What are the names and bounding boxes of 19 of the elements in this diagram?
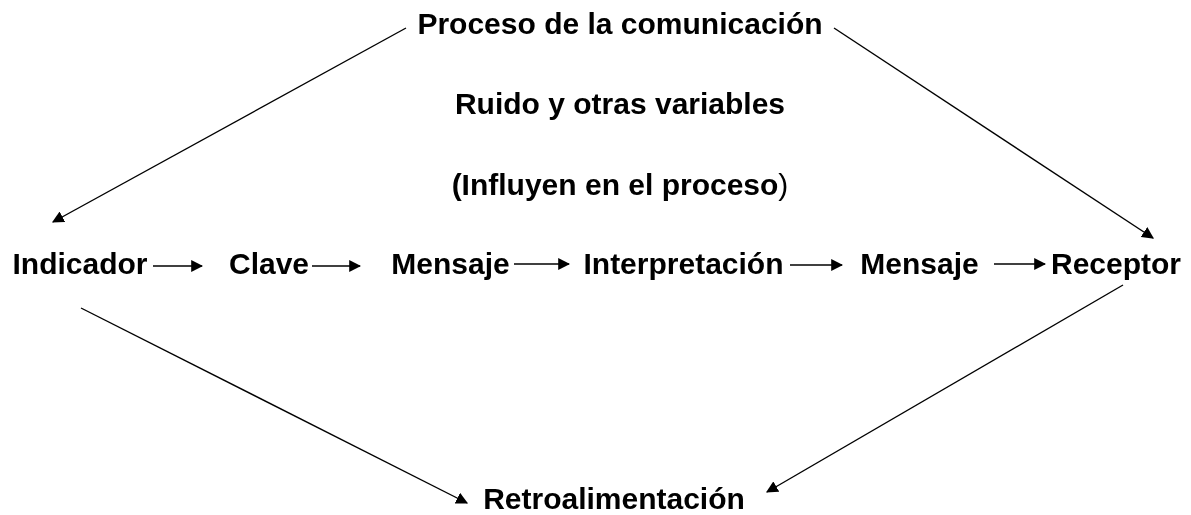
node-label: Receptor (1048, 247, 1184, 281)
node-label: Retroalimentación (477, 484, 751, 514)
node-label: Mensaje (857, 247, 982, 281)
node-label: Indicador (8, 247, 152, 281)
node-label: Interpretación (579, 247, 788, 281)
arrow (311, 260, 362, 272)
arrow (993, 258, 1047, 270)
note-text: Ruido y otras variables (454, 87, 786, 121)
node-label: Proceso de la comunicación (408, 7, 832, 41)
arrow (152, 260, 204, 272)
arrow (513, 258, 571, 270)
arrow (789, 259, 844, 271)
arrow (765, 284, 1124, 493)
note-text: (Influyen en el proceso) (451, 168, 789, 202)
arrow (51, 27, 407, 223)
arrow (833, 27, 1154, 239)
arrow (80, 307, 469, 504)
node-label: Clave (226, 247, 312, 281)
node-label: Mensaje (388, 247, 513, 281)
